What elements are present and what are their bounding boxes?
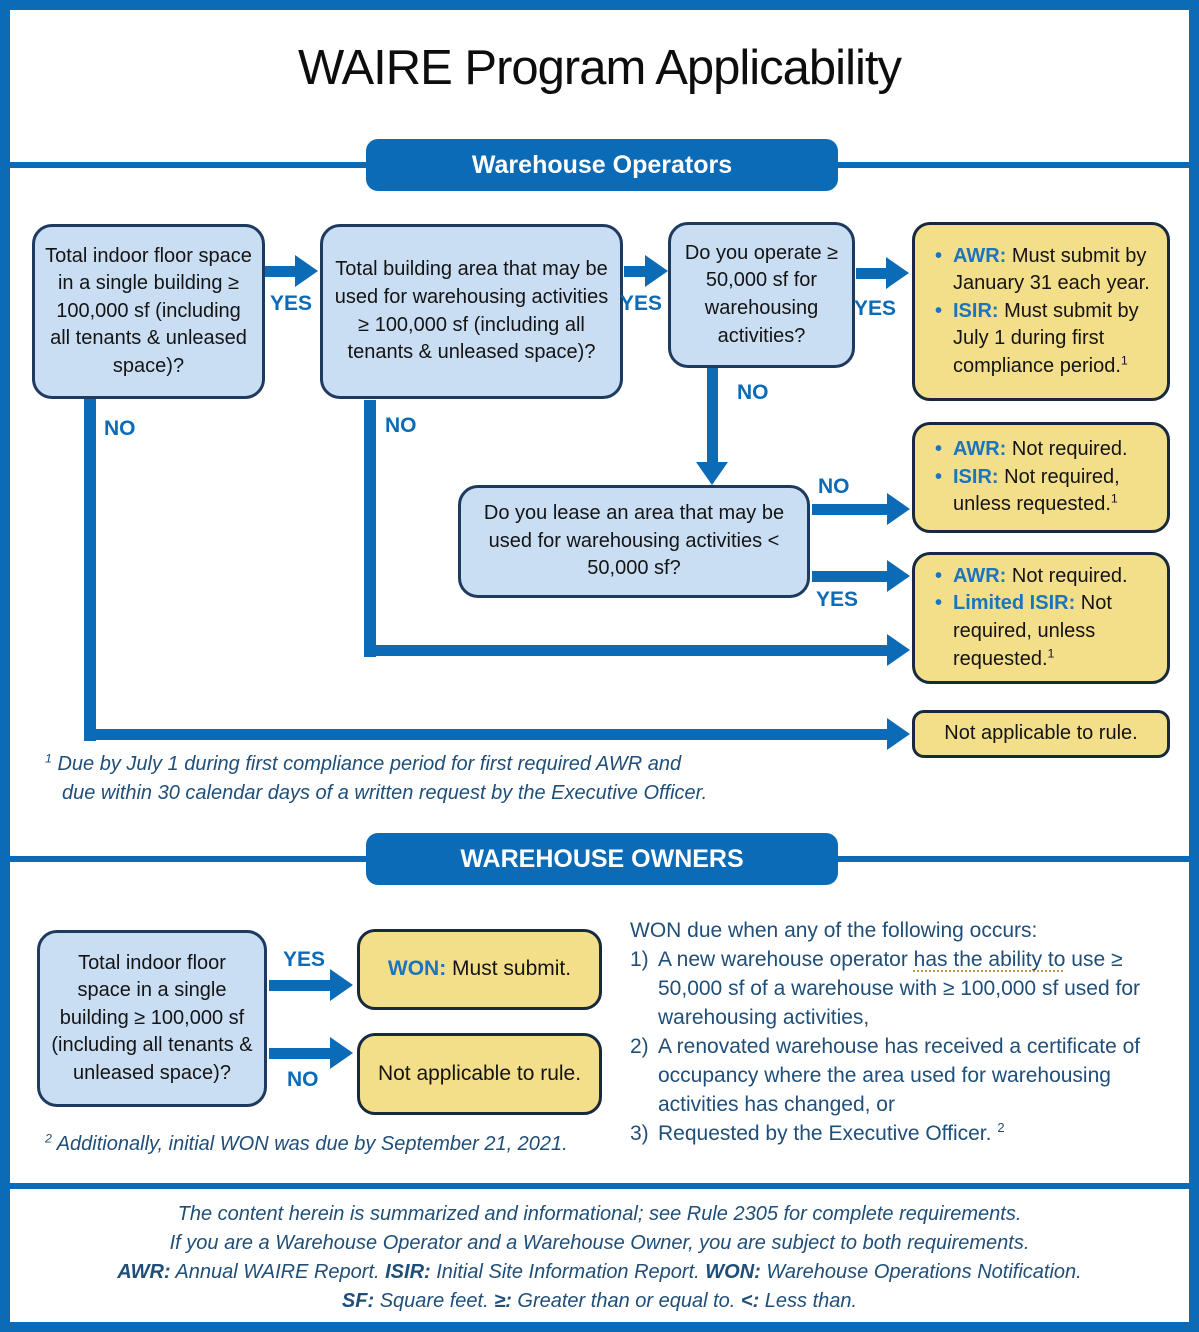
question-box-building-area: Total building area that may be used for… [320, 224, 623, 399]
arrow-buildingarea-no-vertical [364, 400, 376, 657]
arrow-floorspace-no-horizontal [84, 718, 910, 750]
footer-line-4: SF: Square feet. ≥: Greater than or equa… [341, 1290, 858, 1312]
label-no-lease: NO [818, 475, 850, 498]
won-due-title: WON due when any of the following occurs… [630, 919, 1038, 942]
arrow-operate-yes [856, 257, 909, 289]
page-title: WAIRE Program Applicability [298, 41, 902, 95]
section-header-operators-label: Warehouse Operators [471, 150, 733, 179]
footer-line-3: AWR: Annual WAIRE Report. ISIR: Initial … [117, 1261, 1082, 1283]
footnote-2-text: Additionally, initial WON was due by Sep… [51, 1133, 568, 1155]
arrow-floorspace-yes [265, 255, 318, 287]
won-due-item-2: 2)A renovated warehouse has received a c… [630, 1035, 1141, 1116]
not-applicable-text: Not applicable to rule. [944, 722, 1138, 745]
question-owners-floor-space-text: Total indoor floor space in a single bui… [51, 951, 253, 1084]
footnote-1: 1 Due by July 1 during first compliance … [45, 751, 682, 776]
label-no-floorspace: NO [104, 417, 136, 440]
footnote-2: 2 Additionally, initial WON was due by S… [45, 1131, 568, 1156]
footnote-1-line2-wrap: due within 30 calendar days of a written… [62, 782, 707, 805]
result-box-not-applicable-owners: Not applicable to rule. [357, 1033, 602, 1115]
label-no-operate: NO [737, 381, 769, 404]
footnote-1-sup: 1 [45, 751, 52, 766]
result-box-not-applicable-operators: Not applicable to rule. [912, 710, 1170, 758]
footer-line-1: The content herein is summarized and inf… [177, 1203, 1022, 1225]
arrow-owners-no [269, 1037, 353, 1069]
question-building-area-text: Total building area that may be used for… [334, 258, 609, 364]
question-box-operate: Do you operate ≥ 50,000 sf for warehousi… [668, 222, 855, 368]
result-box-won-must-submit: WON: Must submit. [357, 929, 602, 1010]
won-text: Must submit. [446, 957, 572, 981]
won-must-submit-text: WON: Must submit. [388, 955, 571, 984]
won-label: WON: [387, 957, 447, 981]
question-box-lease: Do you lease an area that may be used fo… [458, 485, 810, 598]
question-box-floor-space: Total indoor floor space in a single bui… [32, 224, 265, 399]
label-yes-2: YES [620, 292, 663, 315]
section-header-owners: WAREHOUSE OWNERS [366, 833, 838, 885]
label-no-buildingarea: NO [385, 414, 417, 437]
footer-line-2: If you are a Warehouse Operator and a Wa… [169, 1232, 1030, 1254]
arrow-lease-yes [812, 560, 910, 592]
label-yes-lease: YES [816, 588, 859, 611]
arrow-lease-no [812, 493, 910, 525]
arrow-buildingarea-no-horizontal [364, 634, 910, 666]
arrow-buildingarea-yes [624, 255, 668, 287]
question-operate-text: Do you operate ≥ 50,000 sf for warehousi… [684, 241, 839, 347]
section-header-owners-label: WAREHOUSE OWNERS [460, 844, 744, 873]
footnote-1-line2: due within 30 calendar days of a written… [62, 782, 708, 804]
label-no-owners: NO [287, 1068, 319, 1091]
arrow-owners-yes [269, 969, 353, 1001]
won-due-list: WON due when any of the following occurs… [630, 916, 1175, 1148]
result-box-limited-isir: AWR: Not required.Limited ISIR: Not requ… [912, 552, 1170, 684]
label-yes-1: YES [270, 292, 313, 315]
label-yes-owners: YES [283, 948, 326, 971]
question-lease-text: Do you lease an area that may be used fo… [483, 502, 785, 580]
footer-divider [0, 1183, 1199, 1189]
owners-not-applicable-text: Not applicable to rule. [377, 1061, 582, 1085]
question-box-owners-floor-space: Total indoor floor space in a single bui… [37, 930, 267, 1107]
question-floor-space-text: Total indoor floor space in a single bui… [45, 244, 252, 377]
footnote-1-line1: Due by July 1 during first compliance pe… [51, 753, 682, 775]
arrow-floorspace-no-vertical [84, 398, 96, 741]
result-box-must-submit: AWR: Must submit by January 31 each year… [912, 222, 1170, 401]
arrow-operate-no [696, 367, 728, 485]
footnote-2-sup: 2 [45, 1131, 52, 1146]
won-due-item-1: 1)A new warehouse operator has the abili… [630, 948, 1140, 1029]
section-header-operators: Warehouse Operators [366, 139, 838, 191]
won-due-item-3: 3)Requested by the Executive Officer. 2 [630, 1120, 1005, 1145]
label-yes-3: YES [854, 297, 897, 320]
result-box-not-required: AWR: Not required.ISIR: Not required, un… [912, 422, 1170, 533]
